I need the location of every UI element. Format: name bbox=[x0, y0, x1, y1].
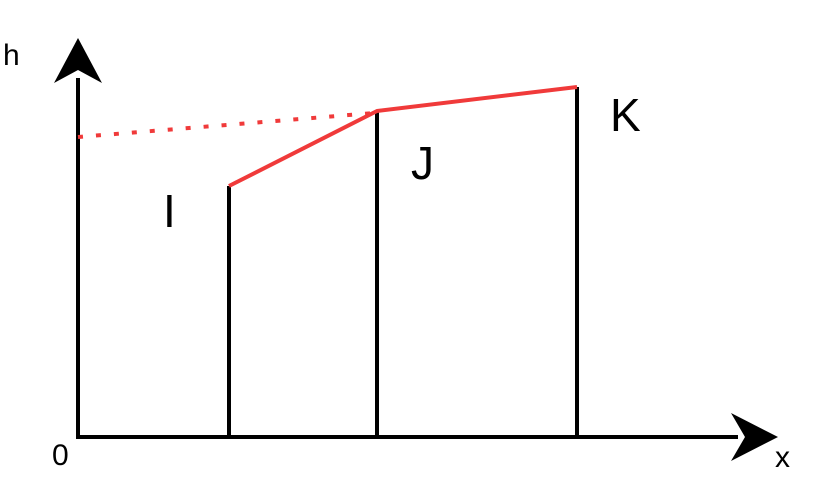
y-axis-label: h bbox=[3, 39, 20, 72]
point-label-j: J bbox=[411, 137, 434, 189]
origin-label: 0 bbox=[52, 439, 69, 472]
point-label-k: K bbox=[610, 89, 641, 141]
profile-line bbox=[228, 85, 578, 188]
point-label-i: I bbox=[163, 185, 176, 237]
y-axis-arrowhead bbox=[54, 38, 102, 83]
dotted-extrapolation bbox=[77, 111, 375, 139]
x-axis-arrowhead bbox=[731, 413, 778, 461]
x-axis-label: x bbox=[775, 441, 790, 474]
